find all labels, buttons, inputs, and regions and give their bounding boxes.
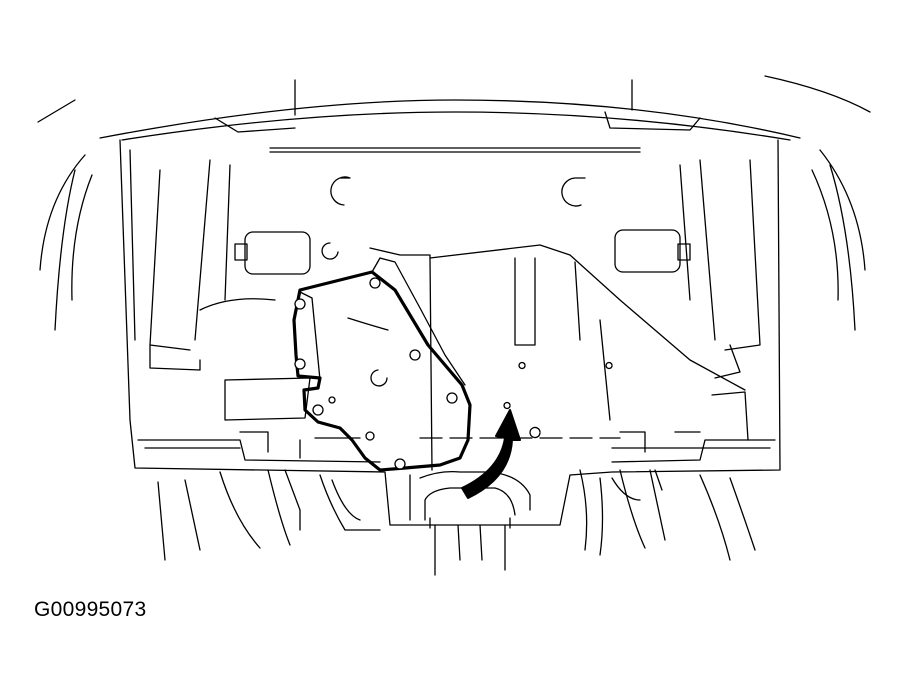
center-section	[369, 244, 746, 521]
service-holes	[321, 176, 586, 260]
engine-under-cover-outline	[292, 257, 472, 472]
mounting-pads	[234, 229, 691, 275]
under-cover-panel	[119, 139, 781, 526]
underbody-components	[157, 469, 756, 576]
figure-id-label: G00995073	[34, 598, 147, 621]
removal-direction-arrow	[461, 409, 521, 499]
vehicle-body-outline	[37, 75, 871, 331]
